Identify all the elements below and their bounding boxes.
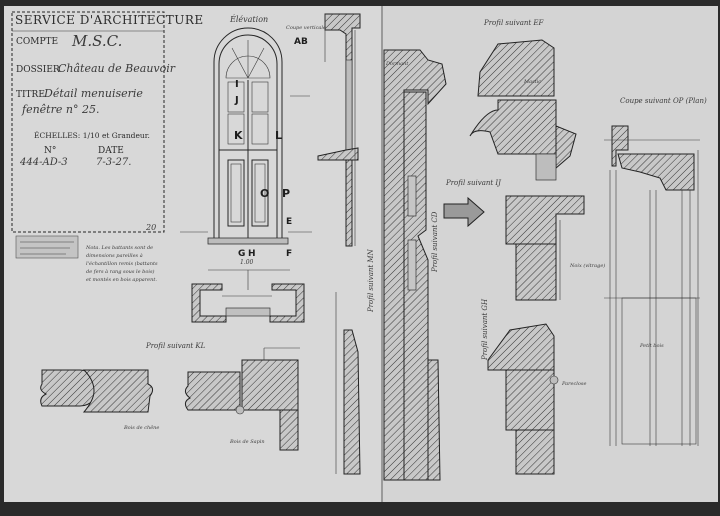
- title-profile-cd: Profil suivant CD: [431, 211, 439, 272]
- titre-value-line2: fenêtre n° 25.: [22, 103, 100, 116]
- section-ab-label: AB: [294, 37, 308, 47]
- letter-i: I: [235, 79, 239, 90]
- note-bois-sapin: Bois de Sapin: [230, 439, 265, 445]
- stamp-block: [15, 235, 79, 259]
- cartouche-frame: [11, 11, 165, 233]
- profile-ef: [469, 39, 577, 181]
- letter-k: K: [234, 129, 243, 142]
- note-noix: Noix (vitrage): [570, 263, 606, 269]
- letter-l: L: [275, 129, 283, 142]
- profile-cd: [383, 49, 447, 481]
- letter-o: O: [260, 187, 270, 200]
- sheet-number: 20: [146, 223, 157, 232]
- title-profile-kl: Profil suivant KL: [146, 342, 206, 350]
- compte-label: COMPTE: [16, 37, 59, 47]
- title-profile-mn: Profil suivant MN: [367, 249, 375, 312]
- profile-mn: [335, 292, 361, 475]
- note-block: Nota. Les battants sont de dimensions pa…: [86, 245, 158, 283]
- window-elevation: [180, 27, 312, 245]
- note-bois-chene: Bois de chêne: [124, 425, 160, 431]
- letter-j: J: [235, 95, 239, 106]
- plan-section: [191, 269, 305, 323]
- dossier-value: Château de Beauvoir: [58, 62, 176, 75]
- dim-width: 1.00: [240, 259, 254, 266]
- titre-label: TITRE: [16, 90, 45, 100]
- title-profile-ef: Profil suivant EF: [484, 19, 544, 27]
- date-value: 7-3-27.: [96, 157, 132, 168]
- date-label: DATE: [98, 146, 124, 156]
- note-dormant: Dormant: [386, 61, 409, 67]
- echelles: ÉCHELLES: 1/10 et Grandeur.: [34, 131, 150, 140]
- vertical-section-ab: [317, 13, 361, 247]
- no-value: 444-AD-3: [20, 157, 68, 168]
- letter-g: G: [238, 249, 246, 259]
- title-section-op: Coupe suivant OP (Plan): [620, 97, 707, 105]
- letter-f: F: [286, 249, 293, 259]
- coupe-verticale-label: Coupe verticale: [286, 25, 326, 31]
- letter-h: H: [248, 249, 256, 259]
- note-mastic: Mastic: [524, 79, 542, 85]
- letter-e: E: [286, 217, 293, 227]
- no-label: N°: [44, 146, 57, 156]
- letter-p: P: [282, 187, 291, 200]
- titre-value-line1: Détail menuiserie: [44, 87, 143, 100]
- title-profile-gh: Profil suivant GH: [481, 298, 489, 360]
- title-profile-ij: Profil suivant IJ: [446, 179, 501, 187]
- elevation-title: Élévation: [230, 15, 269, 24]
- profile-gh: [487, 323, 559, 475]
- section-op: [604, 125, 700, 446]
- note-petit-bois: Petit bois: [640, 343, 664, 349]
- profile-kl: [40, 347, 300, 451]
- compte-value: M.S.C.: [72, 32, 123, 50]
- profile-ij: [443, 195, 585, 301]
- note-pareclose: Pareclose: [562, 381, 587, 387]
- dossier-label: DOSSIER: [16, 65, 60, 75]
- cartouche-service: SERVICE D'ARCHITECTURE: [15, 13, 204, 27]
